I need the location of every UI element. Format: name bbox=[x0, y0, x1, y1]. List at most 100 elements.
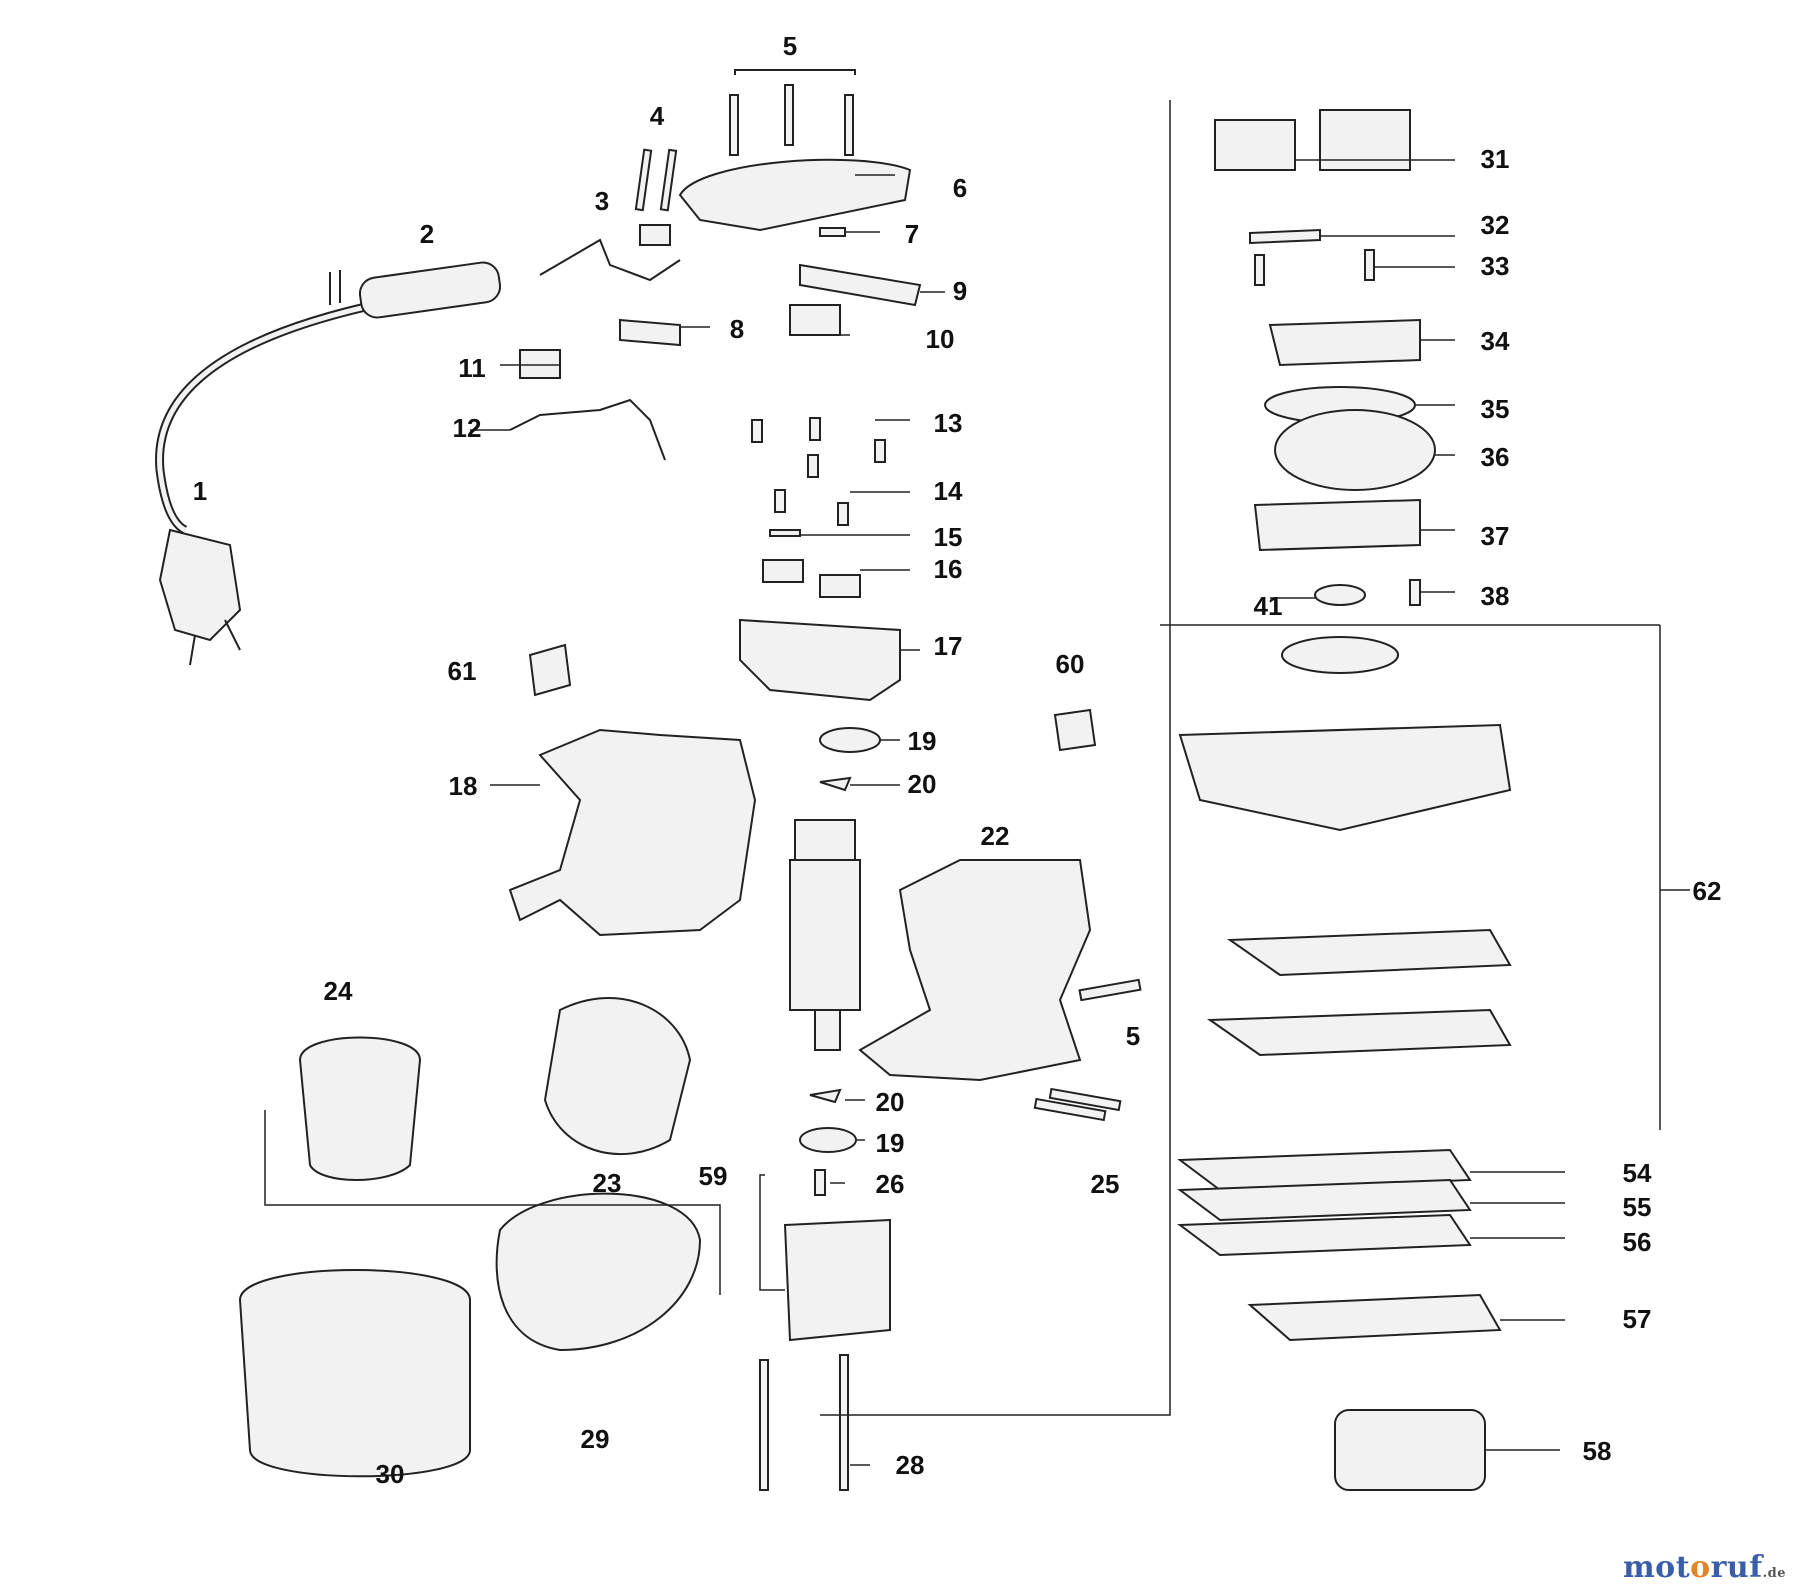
part-motor-can bbox=[783, 1218, 891, 1342]
part-sheet-55 bbox=[1177, 1178, 1472, 1222]
watermark-tld: .de bbox=[1762, 1566, 1786, 1581]
callout-28: 28 bbox=[896, 1450, 925, 1480]
callout-33: 33 bbox=[1481, 251, 1510, 281]
part-plate-32 bbox=[1249, 228, 1321, 245]
part-screws-13 bbox=[751, 417, 886, 478]
callout-10: 10 bbox=[926, 324, 955, 354]
part-sheet-56 bbox=[1177, 1213, 1472, 1257]
callout-19b: 19 bbox=[876, 1128, 905, 1158]
watermark-part-a: mot bbox=[1622, 1550, 1691, 1585]
part-bearing-19 bbox=[819, 727, 881, 753]
part-dust-port-23 bbox=[543, 997, 692, 1155]
part-wire-12 bbox=[509, 398, 666, 461]
callout-32: 32 bbox=[1481, 210, 1510, 240]
callout-38: 38 bbox=[1481, 581, 1510, 611]
part-label-60 bbox=[1053, 708, 1097, 752]
watermark-part-b: o bbox=[1690, 1550, 1711, 1585]
part-ring-nut-24 bbox=[298, 1036, 422, 1181]
callout-62: 62 bbox=[1693, 876, 1722, 906]
callout-17: 17 bbox=[934, 631, 963, 661]
callout-56: 56 bbox=[1623, 1227, 1652, 1257]
callout-14: 14 bbox=[934, 476, 963, 506]
callout-58: 58 bbox=[1583, 1436, 1612, 1466]
callout-5b: 5 bbox=[1126, 1021, 1140, 1051]
part-screws-28 bbox=[759, 1354, 849, 1491]
callout-18: 18 bbox=[449, 771, 478, 801]
callout-6: 6 bbox=[953, 173, 967, 203]
part-screws-14 bbox=[774, 489, 849, 526]
callout-24: 24 bbox=[324, 976, 353, 1006]
callout-8: 8 bbox=[730, 314, 744, 344]
callout-11: 11 bbox=[458, 353, 486, 383]
part-top-cover bbox=[678, 158, 912, 232]
part-housing-18 bbox=[508, 728, 757, 937]
part-screws-4 bbox=[634, 148, 678, 212]
callout-29: 29 bbox=[581, 1424, 610, 1454]
part-wire-harness bbox=[539, 238, 681, 282]
part-case-58 bbox=[1334, 1409, 1486, 1491]
part-screw-5b bbox=[1078, 978, 1142, 1002]
part-fan-36 bbox=[1274, 409, 1436, 491]
watermark-logo: motoruf.de bbox=[1623, 1550, 1786, 1585]
callout-9: 9 bbox=[953, 276, 967, 306]
part-circlip-20 bbox=[819, 776, 852, 792]
callout-37: 37 bbox=[1481, 521, 1510, 551]
callout-13: 13 bbox=[934, 408, 963, 438]
part-bearing-housing-37 bbox=[1253, 498, 1421, 552]
part-bearing-19b bbox=[799, 1127, 857, 1153]
callout-5: 5 bbox=[783, 31, 797, 61]
callout-36: 36 bbox=[1481, 442, 1510, 472]
callout-19: 19 bbox=[908, 726, 937, 756]
part-base-frame bbox=[1178, 723, 1512, 832]
callout-61: 61 bbox=[448, 656, 477, 686]
part-label-61 bbox=[528, 643, 572, 697]
leader-lines bbox=[264, 100, 1690, 1466]
part-fan-housing-34 bbox=[1268, 318, 1421, 367]
part-circlip-20b bbox=[809, 1088, 842, 1104]
part-switch-actuator-9 bbox=[799, 263, 922, 307]
callout-7: 7 bbox=[905, 219, 919, 249]
part-washer-15 bbox=[769, 529, 801, 537]
part-screws-33 bbox=[1254, 249, 1375, 286]
callout-25: 25 bbox=[1091, 1169, 1120, 1199]
part-punch-plate-57 bbox=[1247, 1293, 1502, 1342]
callout-4: 4 bbox=[650, 101, 665, 131]
callout-59: 59 bbox=[699, 1161, 728, 1191]
part-brush-holders-16 bbox=[762, 559, 861, 598]
callout-55: 55 bbox=[1623, 1192, 1652, 1222]
callout-16: 16 bbox=[934, 554, 963, 584]
part-connector-11 bbox=[519, 349, 561, 379]
part-motor-support-17 bbox=[739, 618, 901, 702]
part-armature-59 bbox=[789, 819, 861, 1051]
part-screw-26 bbox=[814, 1169, 826, 1196]
part-switch-10 bbox=[789, 304, 841, 336]
part-plug bbox=[158, 528, 242, 666]
part-sheet-54 bbox=[1177, 1148, 1472, 1192]
callout-60: 60 bbox=[1056, 649, 1085, 679]
callout-41: 41 bbox=[1254, 591, 1283, 621]
part-counterweight-31 bbox=[1214, 109, 1411, 171]
part-clip-8 bbox=[619, 318, 681, 347]
callout-20b: 20 bbox=[876, 1087, 905, 1117]
callout-34: 34 bbox=[1481, 326, 1510, 356]
part-power-cord bbox=[155, 261, 502, 535]
part-pin-7 bbox=[819, 227, 846, 237]
callout-54: 54 bbox=[1623, 1158, 1652, 1188]
part-base-seal bbox=[1281, 636, 1399, 674]
callout-30: 30 bbox=[376, 1459, 405, 1489]
part-pad-plate bbox=[1226, 928, 1512, 977]
part-housing-22 bbox=[858, 859, 1092, 1082]
callout-26: 26 bbox=[876, 1169, 905, 1199]
watermark-part-c: ruf bbox=[1710, 1550, 1763, 1585]
callout-22: 22 bbox=[981, 821, 1010, 851]
callout-labels: 1 2 3 4 5 6 7 8 9 10 11 12 13 14 15 16 1… bbox=[193, 31, 1722, 1489]
part-screws-5 bbox=[729, 69, 856, 156]
callout-35: 35 bbox=[1481, 394, 1510, 424]
callout-57: 57 bbox=[1623, 1304, 1652, 1334]
callout-20: 20 bbox=[908, 769, 937, 799]
part-filter-30 bbox=[238, 1269, 471, 1478]
part-filter-cage-29 bbox=[495, 1192, 702, 1352]
callout-23: 23 bbox=[593, 1168, 622, 1198]
callout-3: 3 bbox=[595, 186, 609, 216]
